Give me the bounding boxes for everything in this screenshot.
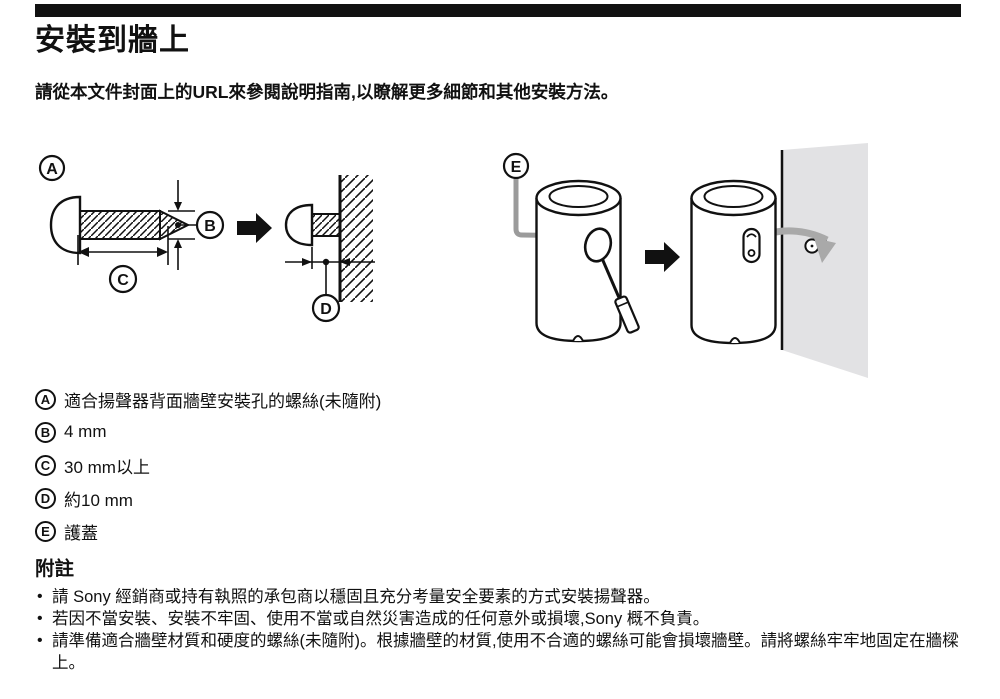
legend-text: 護蓋 (64, 523, 98, 543)
label-d: D (311, 293, 341, 323)
intro-text: 請從本文件封面上的URL來參閱說明指南,以瞭解更多細節和其他安裝方法。 (35, 82, 619, 102)
svg-text:D: D (320, 301, 332, 318)
notes-list: 請 Sony 經銷商或持有執照的承包商以穩固且充分考量安全要素的方式安裝揚聲器。… (35, 586, 964, 674)
circled-letter: E (35, 520, 56, 542)
note-item: 請準備適合牆壁材質和硬度的螺絲(未隨附)。根據牆壁的材質,使用不合適的螺絲可能會… (35, 630, 964, 674)
svg-text:A: A (46, 161, 58, 178)
protective-cover (583, 227, 613, 263)
speaker-mounting-diagram: E (502, 143, 868, 378)
label-a: A (38, 154, 66, 182)
screw-illustration (49, 195, 191, 255)
legend-item-b: B 4 mm (35, 421, 964, 443)
legend-item-a: A 適合揚聲器背面牆壁安裝孔的螺絲(未隨附) (35, 388, 964, 411)
speaker-rear-view (535, 179, 622, 343)
screw-dimension-diagram: A (38, 154, 225, 294)
note-text: 請 Sony 經銷商或持有執照的承包商以穩固且充分考量安全要素的方式安裝揚聲器。 (52, 588, 660, 606)
keyhole-slot (742, 227, 761, 264)
label-e: E (502, 152, 530, 180)
note-item: 若因不當安裝、安裝不牢固、使用不當或自然災害造成的任何意外或損壞,Sony 概不… (35, 608, 964, 630)
legend-text: 30 mm以上 (64, 457, 150, 477)
wall-panel (780, 143, 868, 378)
legend-item-c: C 30 mm以上 (35, 454, 964, 477)
legend-text: 4 mm (64, 422, 107, 441)
notes-heading: 附註 (35, 558, 75, 580)
label-b: B (195, 210, 225, 240)
legend-item-d: D 約10 mm (35, 487, 964, 510)
circled-letter: D (35, 487, 56, 509)
dimension-c (77, 226, 169, 265)
label-c: C (108, 264, 138, 294)
legend-item-e: E 護蓋 (35, 520, 964, 543)
installation-diagram-svg: A (38, 143, 868, 378)
circled-letter: A (35, 388, 56, 410)
dimension-d (285, 247, 375, 294)
note-text: 若因不當安裝、安裝不牢固、使用不當或自然災害造成的任何意外或損壞,Sony 概不… (52, 610, 710, 628)
installation-diagram: A (35, 138, 964, 386)
legend-text: 約10 mm (64, 490, 133, 510)
label-e-leader-line (513, 179, 589, 239)
svg-text:E: E (511, 159, 522, 176)
speaker-keyhole-view (690, 179, 777, 345)
screw-in-wall-diagram: D (284, 175, 375, 323)
circled-letter: C (35, 454, 56, 476)
note-text: 請準備適合牆壁材質和硬度的螺絲(未隨附)。根據牆壁的材質,使用不合適的螺絲可能會… (52, 632, 959, 672)
svg-text:B: B (204, 218, 216, 235)
svg-text:C: C (117, 272, 129, 289)
cover-and-screwdriver (583, 227, 640, 334)
legend-text: 適合揚聲器背面牆壁安裝孔的螺絲(未隨附) (64, 391, 382, 411)
legend: A 適合揚聲器背面牆壁安裝孔的螺絲(未隨附) B 4 mm C 30 mm以上 … (35, 388, 964, 543)
manual-page: 安裝到牆上 請從本文件封面上的URL來參閱說明指南,以瞭解更多細節和其他安裝方法… (0, 4, 1000, 674)
step-arrow-icon (237, 213, 272, 243)
step-arrow-icon (645, 242, 680, 272)
dimension-b (168, 180, 197, 270)
circled-letter: B (35, 421, 56, 443)
page-title: 安裝到牆上 (35, 24, 190, 57)
wall-hatch (340, 175, 373, 302)
note-item: 請 Sony 經銷商或持有執照的承包商以穩固且充分考量安全要素的方式安裝揚聲器。 (35, 586, 964, 608)
title-rule (35, 4, 961, 17)
